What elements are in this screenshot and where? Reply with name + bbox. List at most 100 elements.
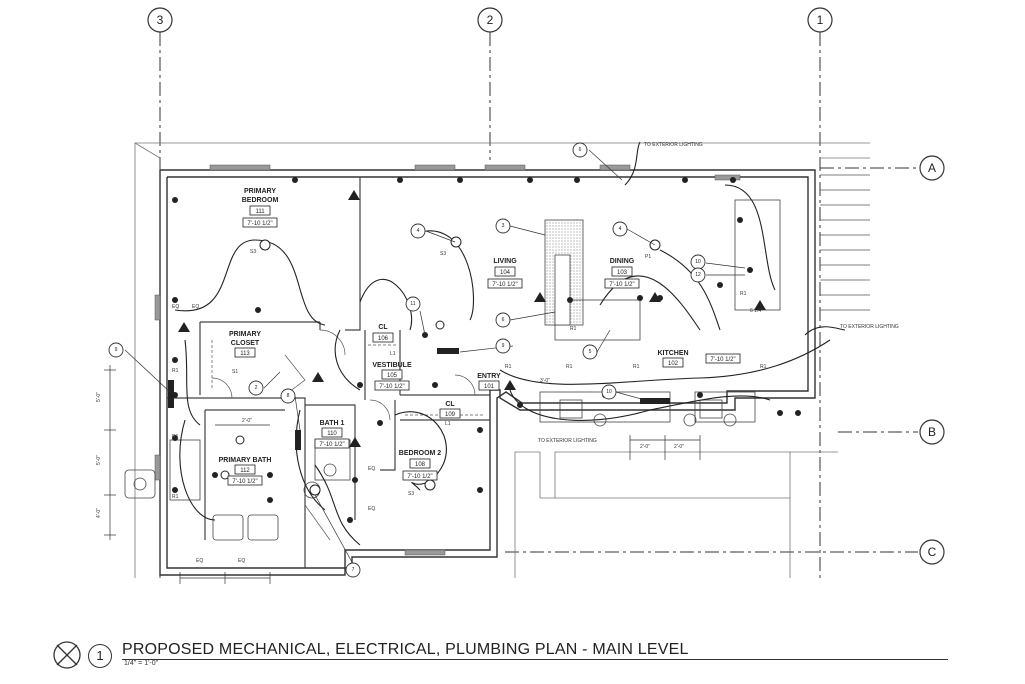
dimension-2ft-a: 2'-0" xyxy=(242,418,252,424)
room-height-103: 7'-10 1/2" xyxy=(609,282,634,288)
room-name-primary-closet-2: CLOSET xyxy=(231,340,260,347)
room-number-101: 101 xyxy=(484,384,495,390)
dimension-lines xyxy=(104,365,701,584)
circuit-labels: S3 S3 S3 S1 R1 R1 R1 R1 R1 R1 R1 R1 R1 P… xyxy=(172,142,899,564)
keynote-4b: 4 xyxy=(619,226,622,232)
circuit-label-p1: P1 xyxy=(645,254,651,260)
grid-lines xyxy=(159,32,918,580)
fireplace xyxy=(544,219,584,326)
grid-bubble-3 xyxy=(147,7,173,33)
doors xyxy=(211,329,476,541)
circuit-label-r1-g: R1 xyxy=(760,364,767,370)
room-name-cl-109: CL xyxy=(445,401,455,408)
grid-label-2: 2 xyxy=(487,13,494,27)
grid-bubble-a xyxy=(919,155,945,181)
keynote-6b: 6 xyxy=(502,317,505,323)
circuit-label-r1-i: R1 xyxy=(740,291,747,297)
north-arrow-icon xyxy=(53,641,81,669)
keynote-leaders xyxy=(124,149,746,565)
exterior-stairs xyxy=(820,174,870,311)
room-height-110: 7'-10 1/2" xyxy=(319,442,344,448)
room-number-113: 113 xyxy=(240,351,250,357)
room-height-108: 7'-10 1/2" xyxy=(407,474,432,480)
circuit-label-l1-b: L1 xyxy=(445,421,451,427)
floor-plan-drawing: 3 2 1 A B C xyxy=(96,7,945,584)
room-height-111: 7'-10 1/2" xyxy=(247,221,272,227)
roof-outline xyxy=(134,142,870,578)
exterior-lighting-note-top: TO EXTERIOR LIGHTING xyxy=(644,142,703,148)
room-number-103: 103 xyxy=(617,270,628,276)
room-name-living: LIVING xyxy=(493,258,517,265)
keynote-tags xyxy=(108,142,706,578)
light-fixtures xyxy=(220,236,661,496)
grid-label-c: C xyxy=(928,545,937,559)
keynote-11: 11 xyxy=(410,301,415,307)
circuit-label-r1-e: R1 xyxy=(566,364,573,370)
grid-bubble-2 xyxy=(477,7,503,33)
dimension-texts: 2'-0" 2'-0" 2'-0" 6 1/4" 5'-0" 5'-0" 4'-… xyxy=(96,308,763,518)
room-number-104: 104 xyxy=(500,270,511,276)
room-name-entry: ENTRY xyxy=(477,373,501,380)
dimension-6-1-4: 6 1/4" xyxy=(750,308,763,314)
dimension-4ft: 4'-0" xyxy=(96,508,102,518)
grid-bubble-b xyxy=(919,419,945,445)
switch-label-s3-a: S3 xyxy=(250,249,256,255)
devices xyxy=(172,177,801,523)
grid-label-a: A xyxy=(928,161,936,175)
room-name-primary-bedroom: PRIMARY xyxy=(244,188,276,195)
circuit-label-r1-d: R1 xyxy=(505,364,512,370)
switch-label-s3-c: S3 xyxy=(408,491,414,497)
room-number-109: 109 xyxy=(445,412,456,418)
keynote-6: 6 xyxy=(579,147,582,153)
panels xyxy=(168,348,670,450)
circuit-label-r1-a: R1 xyxy=(172,368,179,374)
keynote-9b: 9 xyxy=(115,347,118,353)
keynote-8: 8 xyxy=(287,393,290,399)
circuit-label-r1-f: R1 xyxy=(633,364,640,370)
room-height-105: 7'-10 1/2" xyxy=(379,384,404,390)
keynote-5: 5 xyxy=(589,349,592,355)
dimension-2ft-c: 2'-0" xyxy=(674,444,684,450)
interior-walls xyxy=(167,177,490,568)
circuit-label-r1-c: R1 xyxy=(172,494,179,500)
room-number-102: 102 xyxy=(668,361,679,367)
circuit-label-r1-b: R1 xyxy=(172,434,179,440)
grid-bubble-1 xyxy=(807,7,833,33)
room-name-bedroom-2: BEDROOM 2 xyxy=(399,450,442,457)
windows xyxy=(154,164,741,556)
drawing-scale: 1/4" = 1'-0" xyxy=(124,660,159,667)
grid-bubble-c xyxy=(919,539,945,565)
circuit-label-r1-h: R1 xyxy=(570,326,577,332)
eq-label-e: EQ xyxy=(368,466,375,472)
room-name-kitchen: KITCHEN xyxy=(657,350,688,357)
room-name-primary-bath: PRIMARY BATH xyxy=(219,457,272,464)
room-name-dining: DINING xyxy=(610,258,635,265)
room-name-bath-1: BATH 1 xyxy=(320,420,345,427)
room-name-cl-106: CL xyxy=(378,324,388,331)
room-height-102: 7'-10 1/2" xyxy=(710,357,735,363)
dimension-2ft-b: 2'-0" xyxy=(640,444,650,450)
room-number-106: 106 xyxy=(378,336,389,342)
dimension-5ft-a: 5'-0" xyxy=(96,392,102,402)
exterior-lighting-note-right: TO EXTERIOR LIGHTING xyxy=(840,324,899,330)
keynote-10b: 10 xyxy=(695,259,701,265)
circuit-label-l1-a: L1 xyxy=(390,351,396,357)
keynote-10: 10 xyxy=(606,389,612,395)
room-labels: PRIMARY BEDROOM 111 7'-10 1/2" LIVING 10… xyxy=(219,188,741,486)
grid-label-1: 1 xyxy=(817,13,824,27)
drawing-title: PROPOSED MECHANICAL, ELECTRICAL, PLUMBIN… xyxy=(122,641,689,658)
grid-label-b: B xyxy=(928,425,936,439)
wiring xyxy=(174,141,846,546)
title-block: 1 PROPOSED MECHANICAL, ELECTRICAL, PLUMB… xyxy=(48,636,948,676)
drawing-number: 1 xyxy=(88,644,112,668)
keynote-9a: 9 xyxy=(502,343,505,349)
exterior-lighting-note-bottom: TO EXTERIOR LIGHTING xyxy=(538,438,597,444)
room-name-primary-closet: PRIMARY xyxy=(229,331,261,338)
room-height-112: 7'-10 1/2" xyxy=(232,479,257,485)
switch-label-s1: S1 xyxy=(232,369,238,375)
keynote-2: 2 xyxy=(255,385,258,391)
room-number-110: 110 xyxy=(327,431,337,437)
room-number-108: 108 xyxy=(415,462,426,468)
room-number-105: 105 xyxy=(387,373,398,379)
eq-label-a: EQ xyxy=(172,304,179,310)
